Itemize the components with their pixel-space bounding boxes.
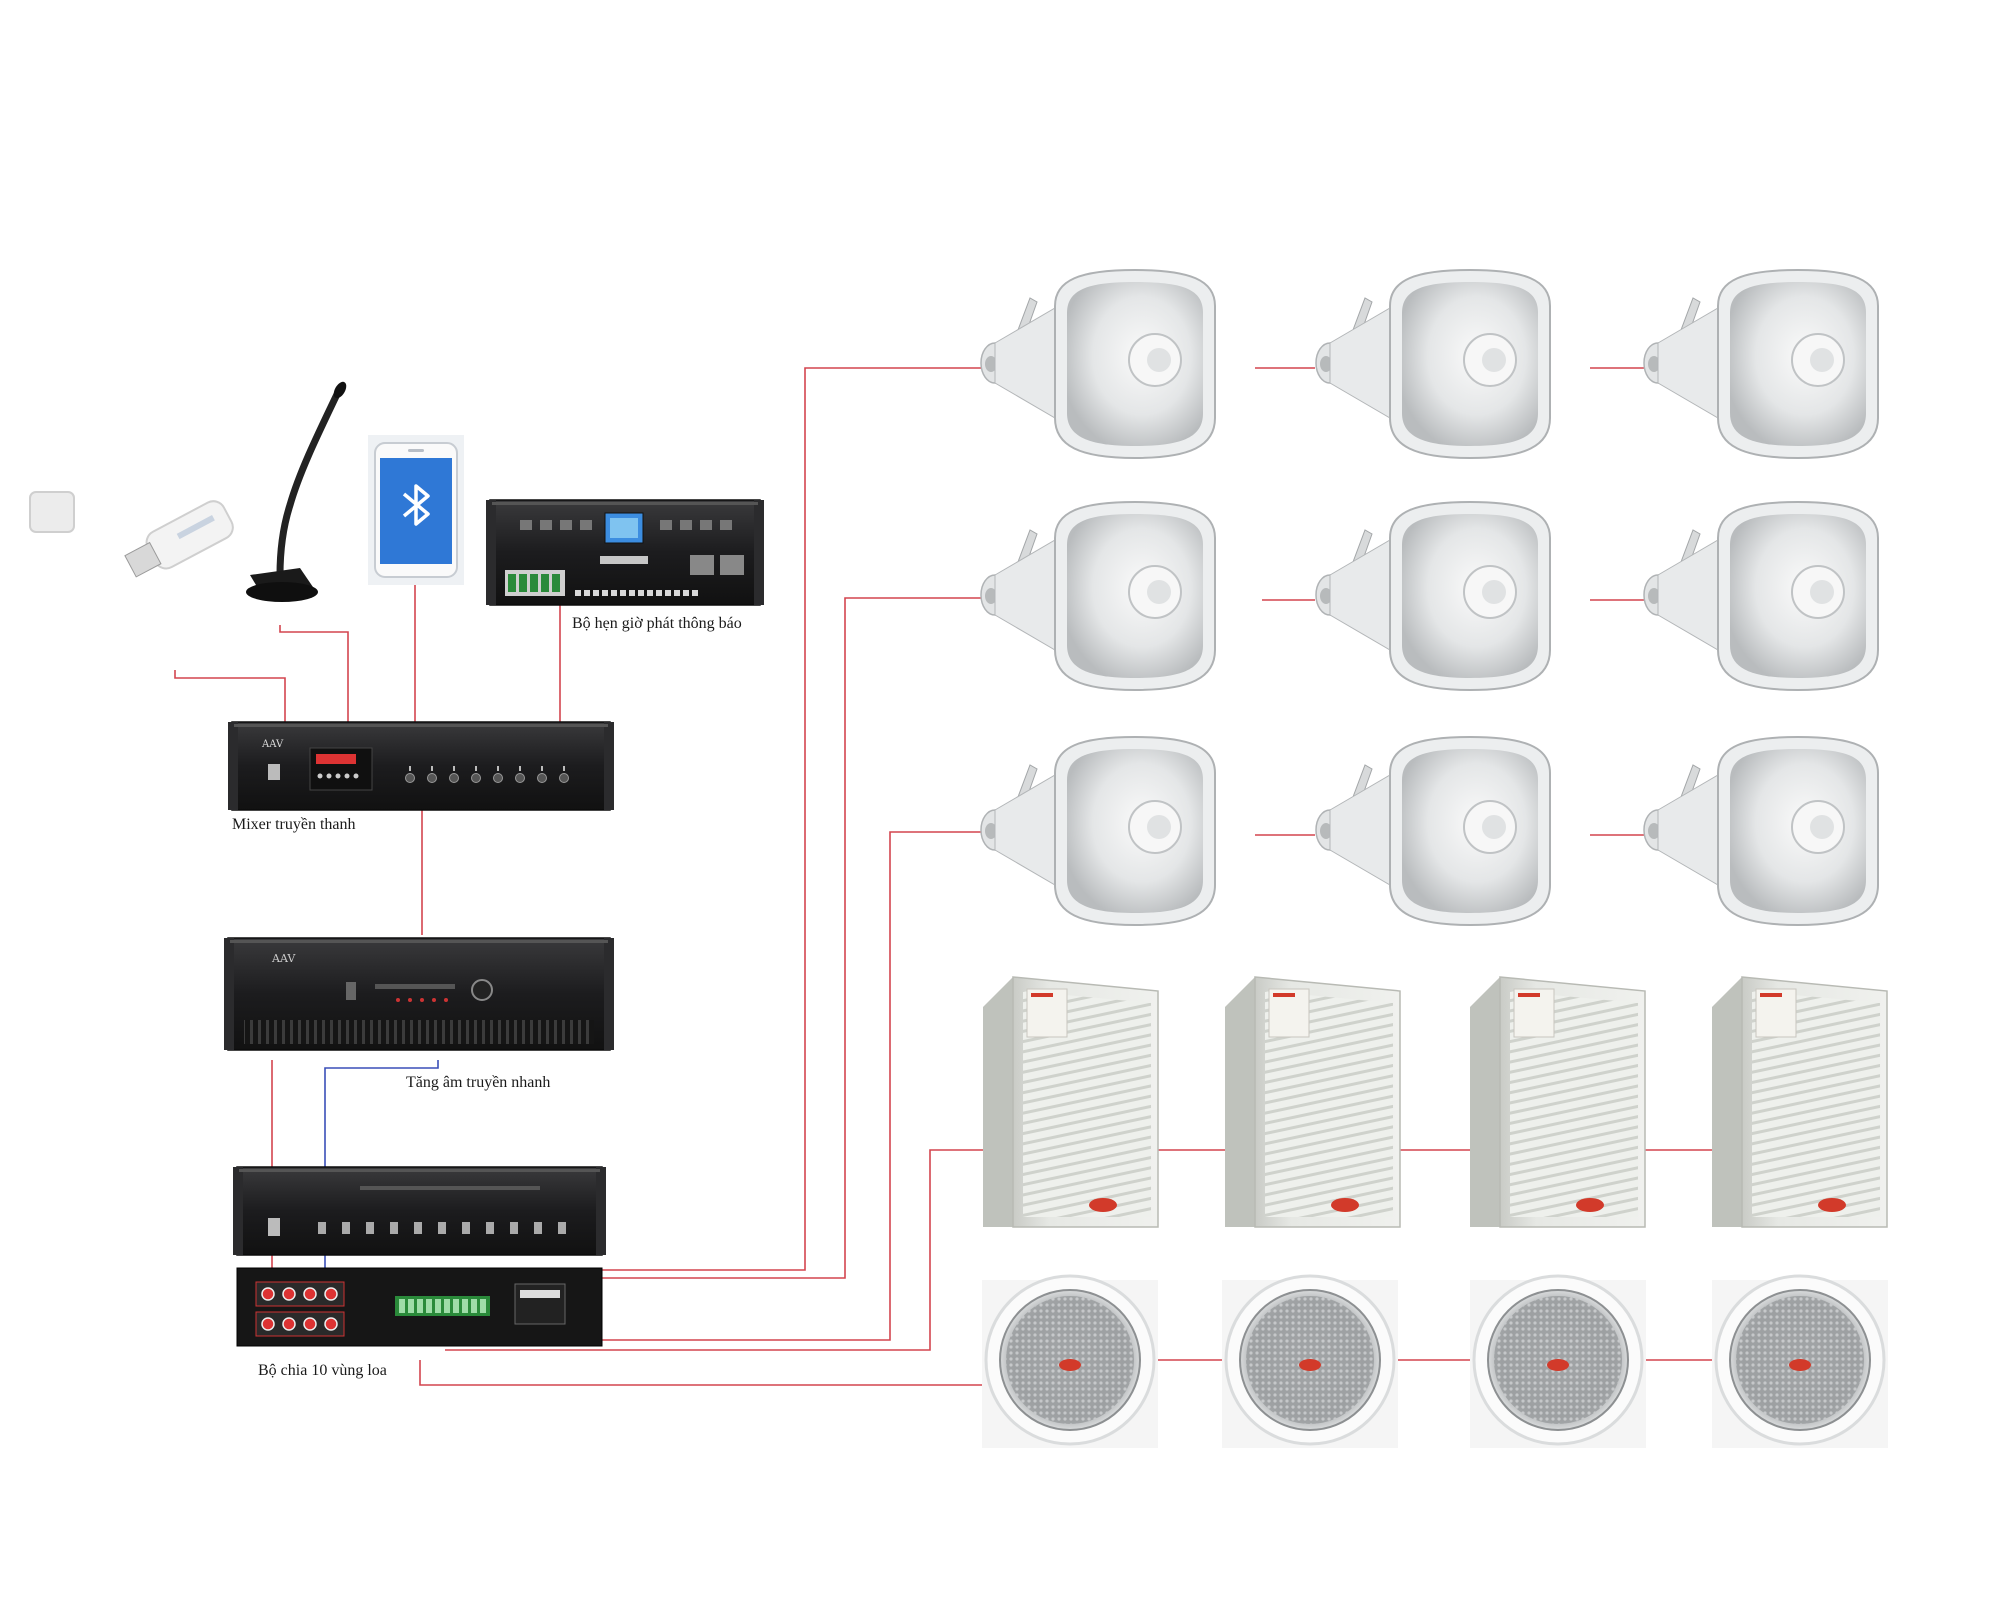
mixer-brand: AAV xyxy=(261,739,284,750)
amplifier-label: Tăng âm truyền nhanh xyxy=(406,1074,551,1091)
gooseneck-microphone-icon xyxy=(246,381,347,602)
horn-speaker xyxy=(980,268,1216,460)
bluetooth-phone-icon xyxy=(368,435,464,585)
box-speaker xyxy=(1470,976,1646,1228)
connection-wires xyxy=(174,367,1720,1386)
wire-11 xyxy=(419,1360,1000,1386)
mixer-device: AAV xyxy=(228,721,614,811)
splitter-front xyxy=(233,1166,606,1256)
horn-speaker xyxy=(980,735,1216,927)
ceiling-speaker xyxy=(1470,1274,1646,1448)
wire-9 xyxy=(440,831,1000,1341)
amplifier-device: AAV xyxy=(224,937,614,1051)
scheduler-device xyxy=(486,499,764,606)
scheduler-label: Bộ hẹn giờ phát thông báo xyxy=(572,615,742,632)
ceiling-speaker xyxy=(1712,1274,1888,1448)
horn-speaker xyxy=(1643,735,1879,927)
horn-speaker xyxy=(1643,268,1879,460)
splitter-label: Bộ chia 10 vùng loa xyxy=(258,1362,387,1379)
splitter-back xyxy=(236,1267,603,1347)
horn-speaker xyxy=(1315,268,1551,460)
wire-8 xyxy=(600,597,1000,1279)
horn-speaker xyxy=(1315,500,1551,692)
amplifier-brand: AAV xyxy=(271,952,296,965)
horn-speaker xyxy=(1315,735,1551,927)
box-speaker xyxy=(1225,976,1401,1228)
horn-speaker xyxy=(1643,500,1879,692)
mixer-label: Mixer truyền thanh xyxy=(232,816,356,833)
box-speaker xyxy=(1712,976,1888,1228)
usb-drive-icon xyxy=(28,490,234,578)
wire-1 xyxy=(174,670,286,730)
horn-speaker xyxy=(980,500,1216,692)
wire-2 xyxy=(279,625,349,730)
wire-10 xyxy=(445,1149,985,1351)
box-speaker xyxy=(983,976,1159,1228)
ceiling-speaker xyxy=(1222,1274,1398,1448)
devices: AAV AAV xyxy=(28,381,764,1347)
ceiling-speaker xyxy=(982,1274,1158,1448)
wire-7 xyxy=(600,367,1000,1271)
speaker-grid xyxy=(980,268,1888,1448)
bluetooth-icon xyxy=(402,484,430,526)
